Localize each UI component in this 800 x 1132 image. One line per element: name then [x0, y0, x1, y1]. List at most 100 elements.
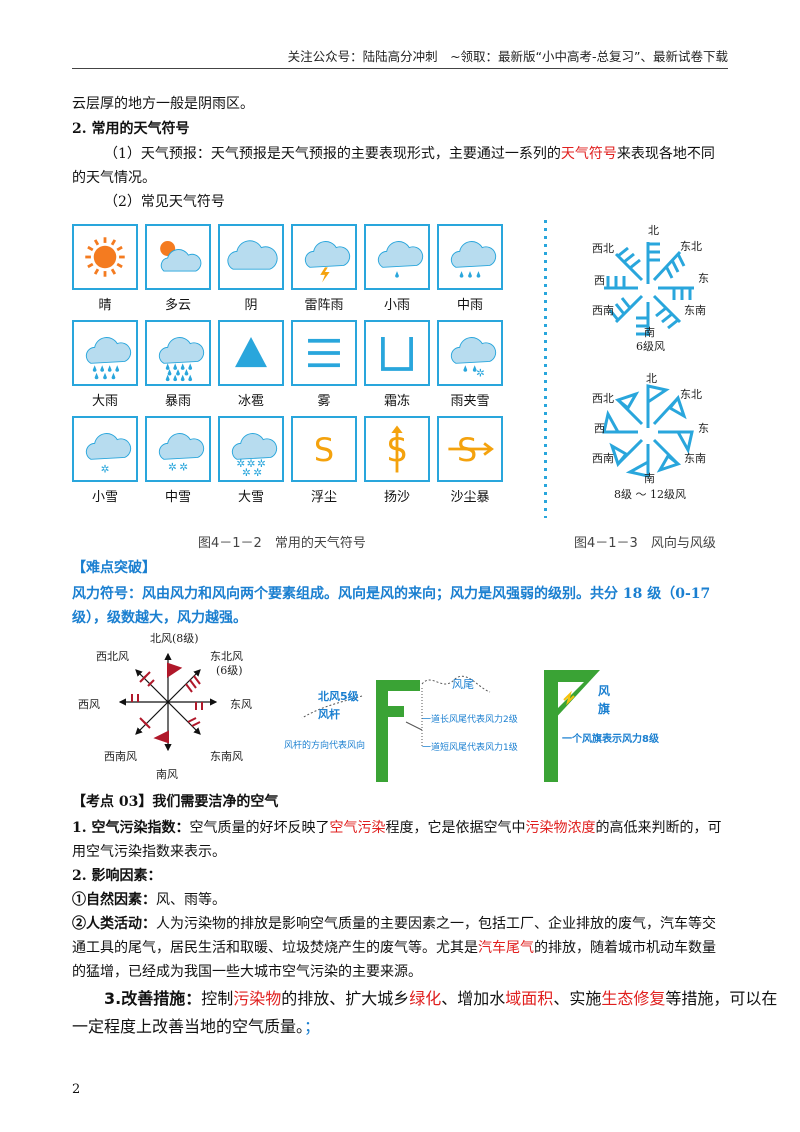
weather-symbol-label: 扬沙	[383, 490, 410, 505]
wind-flag-graphic	[544, 670, 600, 782]
flag-label-a: 风	[598, 684, 611, 698]
figure-divider	[544, 220, 547, 518]
weather-symbol-sandstorm-icon: S	[437, 416, 503, 482]
weather-symbol-fog-icon	[291, 320, 357, 386]
hail-icon	[235, 337, 267, 368]
wind-rose-6: 北 东北 东 东南 南 西南 西 西北	[580, 222, 720, 352]
figure-caption-left: 图4－1－2 常用的天气符号	[198, 536, 366, 551]
sandstorm-icon: S	[448, 431, 494, 469]
heavy-snow-icon: ✲✲✲✲✲	[231, 433, 278, 479]
rose2-east: 东	[698, 422, 709, 435]
weather-symbol-moderate-snow-icon: ✲✲	[145, 416, 211, 482]
section2-p1-cont: 的天气情况。	[72, 170, 156, 186]
section3-human-a: ②人类活动：人为污染物的排放是影响空气质量的主要因素之一，包括工厂、企业排放的废…	[72, 916, 716, 932]
sleet-icon: ✲	[450, 337, 497, 379]
barb-pole: 风杆	[318, 708, 340, 721]
rose2-northwest: 西北	[592, 392, 614, 405]
weather-symbol-sun-icon	[72, 224, 138, 290]
page-header: 关注公众号：陆陆高分冲刺 ~领取：最新版“小中高考-总复习”、最新试卷下载	[287, 49, 728, 64]
svg-text:✲: ✲	[236, 458, 245, 470]
section2-p1: （1）天气预报：天气预报是天气预报的主要表现形式，主要通过一系列的天气符号来表现…	[104, 146, 715, 162]
svg-text:✲: ✲	[253, 467, 262, 479]
overcast-icon	[227, 240, 278, 270]
rose1-east: 东	[698, 272, 709, 285]
blowing-sand-icon: S	[387, 425, 407, 473]
weather-symbol-hail-icon	[218, 320, 284, 386]
sun-icon	[85, 237, 125, 277]
weather-symbol-moderate-rain-icon	[437, 224, 503, 290]
wd-north: 北风(8级)	[150, 632, 199, 645]
weather-symbol-label: 中雨	[456, 298, 483, 313]
section3-human-b: 通工具的尾气，居民生活和取暖、垃圾焚烧产生的废气等。尤其是汽车尾气的排放，随着城…	[72, 940, 716, 956]
barb-pole-note: 风杆的方向代表风向	[284, 741, 366, 751]
svg-text:✲: ✲	[179, 462, 188, 474]
section3-item2-title: 2. 影响因素：	[72, 868, 162, 884]
thunder-shower-icon	[304, 241, 351, 283]
difficulty-title: 【难点突破】	[72, 560, 156, 576]
section3-item1-cont: 用空气污染指数来表示。	[72, 844, 226, 860]
svg-text:✲: ✲	[257, 458, 266, 470]
wd-northeast-a: 东北风	[210, 650, 243, 663]
barb-long-tail: 一道长风尾代表风力2级	[422, 715, 518, 725]
rose1-southwest: 西南	[592, 304, 614, 317]
weather-symbol-label: 冰雹	[237, 394, 264, 409]
svg-text:✲: ✲	[168, 462, 177, 474]
wd-east: 东风	[230, 698, 252, 711]
light-snow-icon: ✲	[85, 433, 132, 475]
wind-rose-8-12: 北 东北 东 东南 南 西南 西 西北	[580, 370, 720, 490]
flag-label-b: 旗	[598, 702, 611, 716]
wind-rose-6-barbs	[604, 242, 694, 336]
light-rain-icon	[377, 241, 424, 278]
rose1-northwest: 西北	[592, 242, 614, 255]
wd-west: 西风	[78, 698, 100, 711]
flag-note: 一个风旗表示风力8级	[562, 734, 659, 745]
rose1-southeast: 东南	[684, 304, 706, 317]
weather-symbol-label: 暴雨	[164, 394, 191, 409]
rose1-south: 南	[644, 326, 655, 339]
svg-text:✲: ✲	[242, 467, 251, 479]
wind-direction-arrows	[118, 652, 218, 752]
weather-symbol-heavy-snow-icon: ✲✲✲✲✲	[218, 416, 284, 482]
rose2-northeast: 东北	[680, 388, 702, 401]
moderate-snow-icon: ✲✲	[158, 433, 205, 474]
weather-symbol-label: 雷阵雨	[304, 298, 344, 313]
weather-symbol-label: 雨夹雪	[450, 394, 490, 409]
wind-rose-8-12-flags	[602, 384, 694, 478]
section3-title: 【考点 03】我们需要洁净的空气	[72, 794, 279, 810]
section3-item3-cont: 一定程度上改善当地的空气质量。；	[72, 1017, 321, 1036]
section3-human-c: 的猛增，已经成为我国一些大城市空气污染的主要来源。	[72, 964, 422, 980]
weather-symbol-partly-cloudy-icon	[145, 224, 211, 290]
header-rule	[72, 68, 728, 69]
barb-short-tail: 一道短风尾代表风力1级	[422, 743, 518, 753]
intro-line: 云层厚的地方一般是阴雨区。	[72, 96, 254, 112]
rose1-north: 北	[648, 224, 659, 237]
svg-text:S: S	[314, 431, 334, 469]
weather-symbol-blowing-sand-icon: S	[364, 416, 430, 482]
partly-cloudy-icon	[160, 241, 202, 272]
difficulty-line2: 级），级数越大，风力越强。	[72, 610, 247, 626]
wind-barb-graphic	[301, 675, 491, 782]
barb-tail: 风尾	[452, 678, 474, 691]
heavy-rain-icon	[85, 337, 132, 380]
rose2-west: 西	[594, 422, 605, 435]
wd-southwest: 西南风	[104, 750, 137, 763]
rose2-north: 北	[646, 372, 657, 385]
rose2-southwest: 西南	[592, 452, 614, 465]
page-number: 2	[72, 1082, 81, 1097]
section2-title: 2. 常用的天气符号	[72, 121, 190, 137]
figure-caption-right: 图4－1－3 风向与风级	[574, 536, 716, 551]
rose1-west: 西	[594, 274, 605, 287]
weather-symbol-label: 霜冻	[383, 394, 410, 409]
svg-text:✲: ✲	[476, 367, 485, 379]
rose2-southeast: 东南	[684, 452, 706, 465]
weather-symbol-label: 浮尘	[310, 490, 337, 505]
fog-icon	[308, 338, 340, 368]
wind-flag-diagram: 风 旗 一个风旗表示风力8级	[528, 644, 688, 784]
weather-symbol-thunder-shower-icon	[291, 224, 357, 290]
rose1-northeast: 东北	[680, 240, 702, 253]
barb-north5: 北风5级	[318, 690, 359, 703]
moderate-rain-icon	[450, 241, 497, 278]
weather-symbol-label: 多云	[164, 298, 191, 313]
svg-text:✲: ✲	[247, 458, 256, 470]
rose2-south: 南	[644, 472, 655, 485]
